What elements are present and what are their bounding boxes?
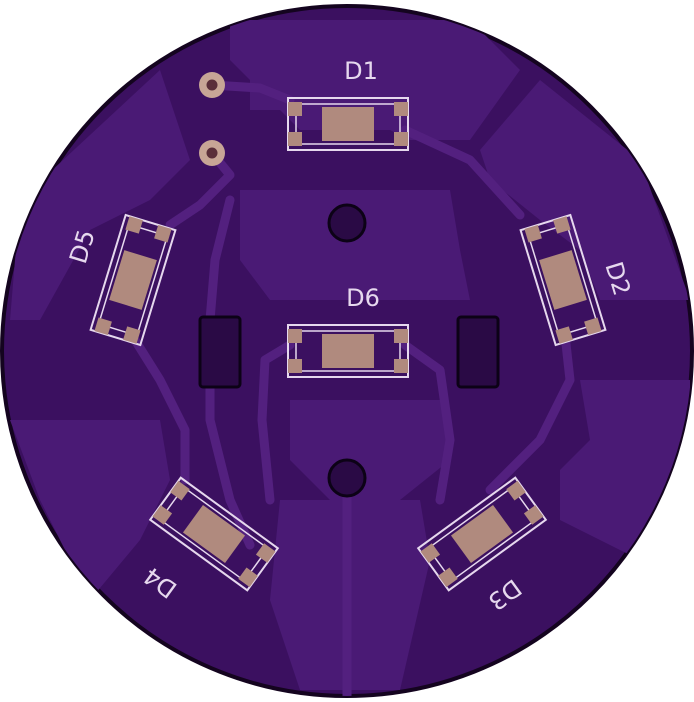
led-pad-3 (125, 216, 143, 234)
led-pad-4 (154, 224, 172, 243)
led-silk-inner (295, 330, 401, 372)
led-pad-body (322, 107, 374, 141)
trace-6 (257, 340, 295, 505)
led-pad-2 (152, 505, 173, 525)
led-footprint-d5 (89, 213, 177, 347)
led-pad-4 (238, 567, 258, 588)
copper-pour-left-upper (10, 70, 190, 320)
led-footprint-d6 (287, 324, 409, 378)
led-silk-outer (89, 213, 177, 347)
led-pad-body (539, 250, 587, 310)
trace-3 (400, 125, 525, 220)
led-pad-2 (288, 132, 302, 146)
slot-right (456, 315, 500, 389)
led-pad-4 (555, 326, 573, 344)
led-silk-outer (519, 213, 607, 347)
led-pad-3 (394, 102, 408, 116)
led-pad-body (109, 250, 157, 310)
through-hole-drill-2 (206, 147, 218, 159)
designator-d6: D6 (346, 284, 380, 312)
designator-d1: D1 (344, 57, 378, 85)
copper-pour-top (230, 20, 520, 140)
copper-pour-right-upper (480, 80, 690, 300)
copper-pour-center (240, 190, 470, 300)
led-pad-1 (170, 480, 190, 501)
led-pad-1 (288, 102, 302, 116)
through-hole-drill-1 (206, 79, 218, 91)
connector-pads (199, 72, 225, 166)
led-silk-inner (159, 486, 269, 582)
led-pad-4 (394, 359, 408, 373)
led-pad-3 (584, 317, 602, 336)
trace-8 (485, 330, 575, 495)
led-silk-outer (148, 476, 280, 592)
led-pad-3 (255, 543, 276, 563)
led-pad-1 (420, 543, 441, 563)
led-silk-outer (287, 324, 409, 378)
mounting-hole-bottom (327, 458, 367, 498)
trace-1 (207, 80, 295, 105)
led-pad-1 (288, 329, 302, 343)
led-footprint-d1 (287, 97, 409, 151)
trace-5 (130, 335, 190, 485)
led-pad-body (322, 334, 374, 368)
led-pad-1 (94, 317, 112, 336)
slot-left (198, 315, 242, 389)
led-silk-inner (97, 223, 169, 337)
led-pad-4 (523, 505, 544, 525)
led-silk-inner (427, 486, 537, 582)
led-footprint-d4 (148, 476, 280, 592)
led-footprint-d3 (416, 476, 548, 592)
led-silk-outer (416, 476, 548, 592)
led-pad-body (450, 504, 514, 564)
copper-pour-left-lower (10, 420, 170, 600)
led-pad-4 (394, 132, 408, 146)
led-pad-2 (524, 224, 542, 243)
led-pad-3 (394, 329, 408, 343)
led-pad-2 (123, 326, 141, 344)
trace-7 (400, 340, 455, 505)
led-pad-1 (553, 216, 571, 234)
trace-2 (165, 148, 235, 230)
led-footprint-d2 (519, 213, 607, 347)
led-pad-2 (438, 567, 458, 588)
trace-group (130, 80, 575, 696)
led-pad-body (182, 504, 246, 564)
led-silk-outer (287, 97, 409, 151)
led-silk-inner (295, 103, 401, 145)
led-silk-inner (527, 223, 599, 337)
led-pad-3 (506, 480, 526, 501)
mounting-hole-top (327, 203, 367, 243)
led-pad-2 (288, 359, 302, 373)
